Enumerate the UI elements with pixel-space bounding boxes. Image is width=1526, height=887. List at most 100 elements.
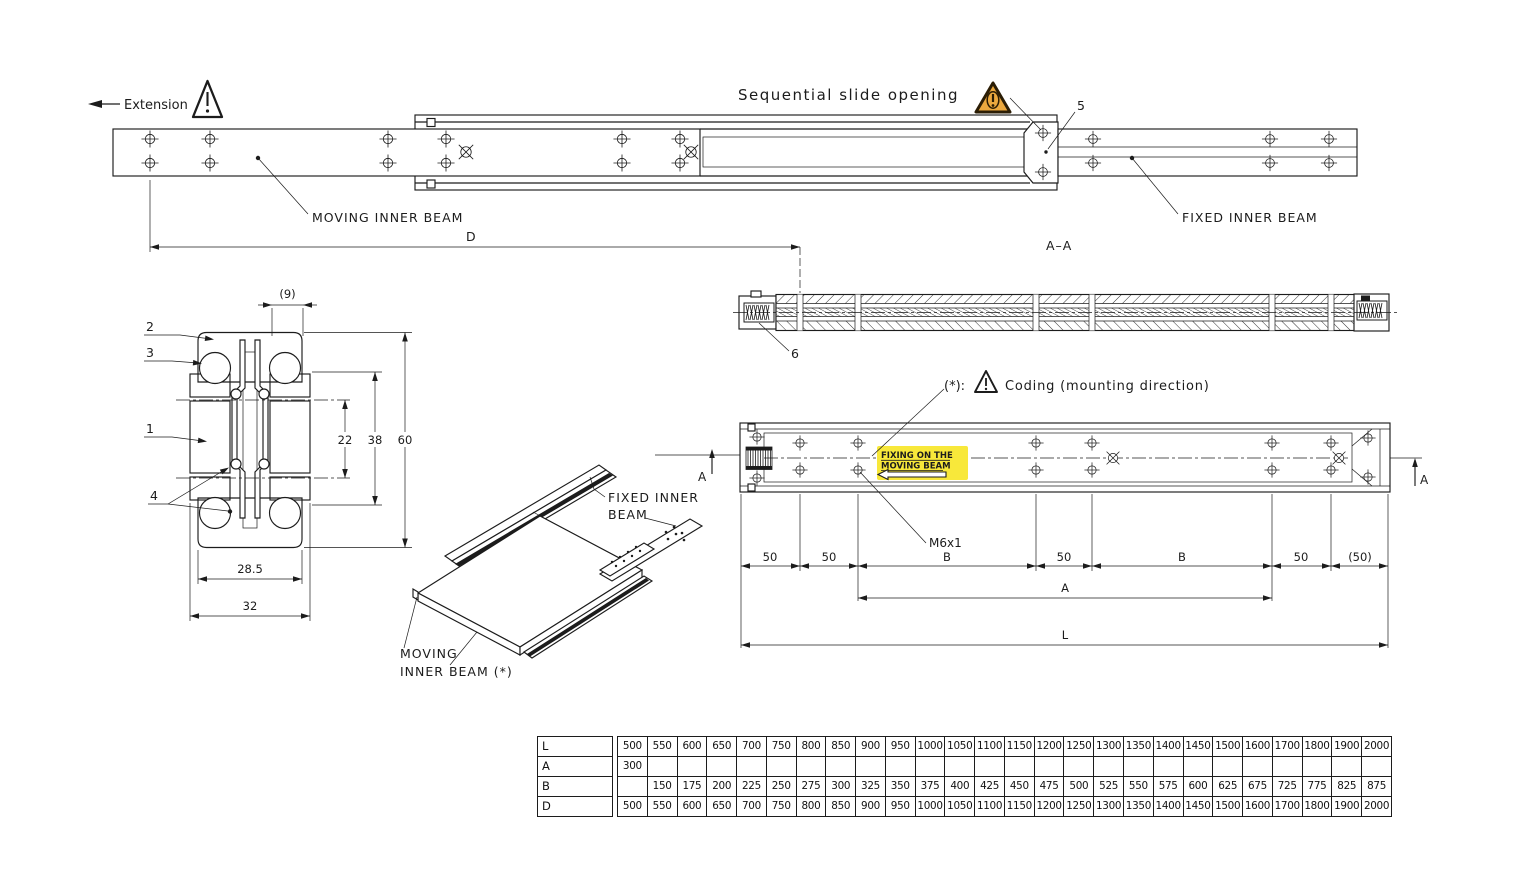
fixed-inner-beam <box>1057 128 1358 177</box>
plan-dimensions: 50 50 B 50 B 50 (50) A L <box>740 494 1389 648</box>
dim-table-cell: 200 <box>706 776 738 797</box>
dim-table-cell: 600 <box>676 796 708 817</box>
dim-table-cell: 900 <box>855 796 886 817</box>
dim-table-cell: 375 <box>914 776 946 797</box>
dim-table-cell: 1100 <box>974 796 1005 817</box>
dim-table-cell: 650 <box>706 736 738 757</box>
dim-table-cell: 1150 <box>1003 796 1035 817</box>
dim-table-cell: 1350 <box>1123 796 1154 817</box>
dim-table-cell: 800 <box>795 736 827 757</box>
fixing-direction-arrow-icon <box>876 468 947 481</box>
top-view-extended-slide: Extension <box>88 79 1358 293</box>
dim-table-cell: 700 <box>736 796 767 817</box>
dim-table-cell: 250 <box>765 776 797 797</box>
dim-table-cell: 700 <box>736 736 767 757</box>
iso-fixed-beam-label-2: BEAM <box>608 507 648 522</box>
dim-table-cell: 550 <box>646 796 678 817</box>
dim-seg-7: (50) <box>1348 550 1372 564</box>
dim-table-cell: 1150 <box>1003 736 1035 757</box>
dim-table-cell: 1250 <box>1063 736 1095 757</box>
dim-table-cell: 1200 <box>1033 796 1065 817</box>
section-a-left-label: A <box>698 470 707 484</box>
dim-table-row: A <box>537 756 613 777</box>
dim-table-cell <box>1093 756 1125 777</box>
dim-table-cell <box>1063 756 1095 777</box>
iso-holes-dots <box>664 525 686 542</box>
moving-inner-beam <box>112 128 701 177</box>
dim-table-cell: 950 <box>884 796 916 817</box>
dim-table-cell <box>974 756 1005 777</box>
dim-table-cell <box>736 756 767 777</box>
dim-table-cell: 750 <box>765 736 797 757</box>
dim-table-cell: 1300 <box>1093 736 1125 757</box>
dim-table-cell <box>1123 756 1154 777</box>
dim-table-cell <box>1361 756 1392 777</box>
dim-table-cell: 900 <box>855 736 886 757</box>
dim-table-cell: 1900 <box>1331 736 1363 757</box>
dim-table-cell: 1500 <box>1212 736 1244 757</box>
dim-table-row-label: L <box>537 736 613 757</box>
part-4-label: 4 <box>150 488 158 503</box>
dim-table-cell <box>765 756 797 777</box>
dim-table-cell: 1350 <box>1123 736 1154 757</box>
dim-table-cell: 525 <box>1093 776 1125 797</box>
dim-table-cell: 875 <box>1361 776 1392 797</box>
part-3-label: 3 <box>146 345 154 360</box>
dim-table-cell <box>1301 756 1333 777</box>
part-6-label: 6 <box>791 346 799 361</box>
dim-9-label: (9) <box>279 287 295 301</box>
dim-table-cell: 500 <box>1063 776 1095 797</box>
dim-table-cell: 450 <box>1003 776 1035 797</box>
section-a-right-label: A <box>1420 473 1429 487</box>
dim-table-cell: 550 <box>646 736 678 757</box>
warning-triangle-small-icon <box>974 370 998 393</box>
dim-table-cell <box>1212 756 1244 777</box>
dim-seg-5: B <box>1178 550 1186 564</box>
plan-end-cap <box>1351 428 1381 487</box>
warning-orange-icon <box>974 81 1012 114</box>
dim-table-cell: 175 <box>676 776 708 797</box>
iso-fixed-beam-label-1: FIXED INNER <box>608 490 699 505</box>
dim-table-cell <box>825 756 857 777</box>
dim-table-cell: 650 <box>706 796 738 817</box>
dim-60-label: 60 <box>398 433 413 447</box>
dim-38-label: 38 <box>368 433 383 447</box>
dim-table-cell <box>855 756 886 777</box>
dim-table-cell: 675 <box>1242 776 1273 797</box>
fixing-highlight-line1: FIXING ON THE <box>881 451 953 461</box>
dim-seg-4: 50 <box>1057 550 1072 564</box>
dim-table-cell: 1200 <box>1033 736 1065 757</box>
fixing-highlight-line2: MOVING BEAM <box>881 462 951 472</box>
plan-view: FIXING ON THE MOVING BEAM (*): Coding (m… <box>655 370 1429 648</box>
dim-table-cell: 1600 <box>1242 736 1273 757</box>
extension-arrow-icon <box>88 100 102 108</box>
dim-seg-1: 50 <box>763 550 778 564</box>
dim-table-cell <box>1182 756 1214 777</box>
part-1-label: 1 <box>146 421 154 436</box>
dim-table-cell: 575 <box>1152 776 1184 797</box>
dim-table-cell: 1000 <box>914 796 946 817</box>
dim-table-cell: 800 <box>795 796 827 817</box>
dim-table-cell <box>1003 756 1035 777</box>
sequential-slide-opening-label: Sequential slide opening <box>738 86 959 104</box>
dim-table-row-label: D <box>537 796 613 817</box>
dim-table-cell: 775 <box>1301 776 1333 797</box>
moving-inner-beam-label: MOVING INNER BEAM <box>312 210 463 225</box>
dim-table-cell: 300 <box>617 756 648 777</box>
dim-table-cell: 1900 <box>1331 796 1363 817</box>
dim-seg-3: B <box>943 550 951 564</box>
iso-moving-beam-label-1: MOVING <box>400 646 458 661</box>
dim-seg-2: 50 <box>822 550 837 564</box>
dim-table-cell: 2000 <box>1361 736 1392 757</box>
dim-table-row-label: A <box>537 756 613 777</box>
section-marker-a-right: A <box>1390 457 1429 487</box>
dim-table-cell: 1100 <box>974 736 1005 757</box>
dim-table-cell <box>646 756 678 777</box>
part-2-label: 2 <box>146 319 154 334</box>
dim-table-cell: 1600 <box>1242 796 1273 817</box>
dim-table-cell: 1700 <box>1271 796 1303 817</box>
dim-table-row-label: B <box>537 776 613 797</box>
